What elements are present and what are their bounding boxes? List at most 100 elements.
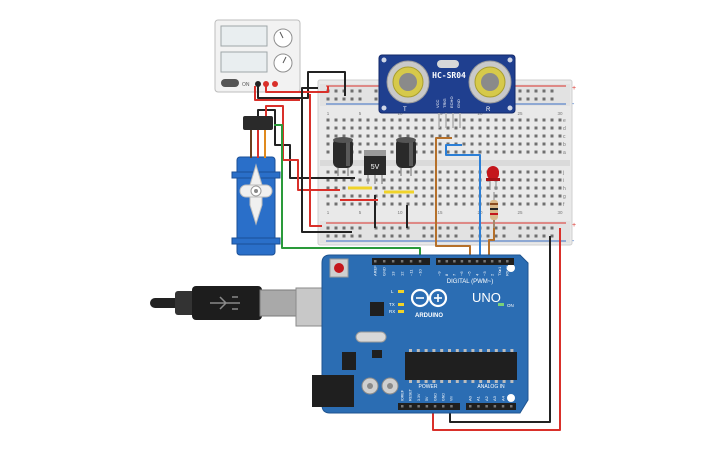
- rail-hole: [342, 97, 346, 101]
- ps-terminal-red-2: [272, 81, 278, 87]
- bb-hole: [462, 194, 466, 198]
- bb-hole: [534, 178, 538, 182]
- bb-row-label: c: [563, 134, 566, 140]
- power-pin-label: RESET: [409, 388, 413, 401]
- bb-hole: [558, 142, 562, 146]
- bb-hole: [422, 142, 426, 146]
- sensor-pins: [438, 113, 461, 128]
- capacitor-right: [396, 137, 416, 176]
- chip-pin: [487, 349, 490, 352]
- bb-hole: [502, 194, 506, 198]
- digital-pin-label: ~10: [417, 268, 422, 276]
- servo-cable: [250, 130, 266, 158]
- status-leds: L TX RX ON: [389, 289, 514, 314]
- arduino-brand: ARDUINO: [415, 313, 443, 319]
- capacitors-onboard: [361, 377, 399, 395]
- bb-hole: [534, 186, 538, 190]
- usb-icon: [210, 296, 240, 310]
- bb-hole: [462, 202, 466, 206]
- bb-hole: [374, 134, 378, 138]
- power-pin-label: 3.3V: [417, 393, 421, 401]
- power-label: POWER: [419, 384, 438, 390]
- wire-ps-red-2: [254, 86, 300, 101]
- bb-hole: [454, 118, 458, 122]
- sensor-pin-gnd: GND: [456, 99, 461, 108]
- bb-hole: [534, 150, 538, 154]
- rail-hole: [470, 234, 474, 238]
- bb-hole: [430, 126, 434, 130]
- bb-hole: [478, 126, 482, 130]
- bb-hole: [358, 170, 362, 174]
- chip-pin: [455, 380, 459, 383]
- bb-hole: [374, 178, 378, 182]
- digital-pin-label: GND: [381, 267, 386, 276]
- digital-pin-label: 4: [474, 273, 479, 276]
- chip-pin: [494, 380, 498, 383]
- bb-hole: [454, 178, 458, 182]
- bb-hole: [358, 202, 362, 206]
- digital-pin-label: RX◂0: [505, 265, 510, 276]
- rail-hole: [438, 226, 442, 230]
- bb-hole: [510, 178, 514, 182]
- rail-hole: [350, 234, 354, 238]
- rail-hole: [518, 234, 522, 238]
- reset-button[interactable]: [334, 263, 344, 273]
- bb-hole: [390, 118, 394, 122]
- bb-hole: [550, 150, 554, 154]
- analog-header: [466, 403, 516, 410]
- servo-horn[interactable]: [239, 163, 273, 226]
- bb-hole: [550, 202, 554, 206]
- bb-hole: [510, 126, 514, 130]
- bb-hole: [462, 142, 466, 146]
- bb-hole: [342, 126, 346, 130]
- rail-hole: [350, 89, 354, 93]
- bb-hole: [414, 170, 418, 174]
- chip-pin: [494, 349, 498, 352]
- bb-hole: [382, 178, 386, 182]
- bb-hole: [486, 118, 490, 122]
- bb-hole: [470, 126, 474, 130]
- rail-hole: [398, 234, 402, 238]
- rail-hole: [374, 89, 378, 93]
- bb-hole: [334, 134, 338, 138]
- bb-hole: [446, 186, 450, 190]
- bb-hole: [542, 194, 546, 198]
- power-switch[interactable]: [221, 79, 239, 87]
- digital-pin-label: TX▸1: [497, 266, 502, 276]
- rail-hole: [446, 234, 450, 238]
- bb-hole: [446, 178, 450, 182]
- chip-pin: [440, 349, 444, 352]
- bb-hole: [422, 134, 426, 138]
- bb-minus-bottom: -: [572, 238, 575, 245]
- bb-hole: [470, 170, 474, 174]
- sensor-pin-trig: TRIG: [442, 98, 447, 108]
- bb-row-label: f: [563, 202, 565, 208]
- rail-hole: [518, 89, 522, 93]
- wire-ps-red: [265, 84, 329, 93]
- bb-hole: [342, 134, 346, 138]
- bb-hole: [430, 178, 434, 182]
- bb-hole: [518, 170, 522, 174]
- led-label-rx: RX: [389, 309, 395, 314]
- bb-hole: [502, 170, 506, 174]
- bb-hole: [438, 142, 442, 146]
- bb-hole: [518, 194, 522, 198]
- bb-row-label: d: [563, 126, 566, 132]
- usb-cable: [150, 286, 349, 327]
- bb-hole: [494, 134, 498, 138]
- bb-hole: [334, 202, 338, 206]
- bb-hole: [454, 134, 458, 138]
- bb-hole: [454, 150, 458, 154]
- bb-col-number: 30: [557, 111, 563, 116]
- power-pin-label: GND: [442, 393, 446, 401]
- bb-hole: [430, 134, 434, 138]
- analog-pin-label: A1: [476, 395, 481, 401]
- header-pin: [450, 405, 453, 408]
- bb-hole: [526, 178, 530, 182]
- bb-hole: [366, 118, 370, 122]
- rail-hole: [382, 234, 386, 238]
- bb-hole: [502, 134, 506, 138]
- rail-hole: [454, 226, 458, 230]
- bb-hole: [366, 126, 370, 130]
